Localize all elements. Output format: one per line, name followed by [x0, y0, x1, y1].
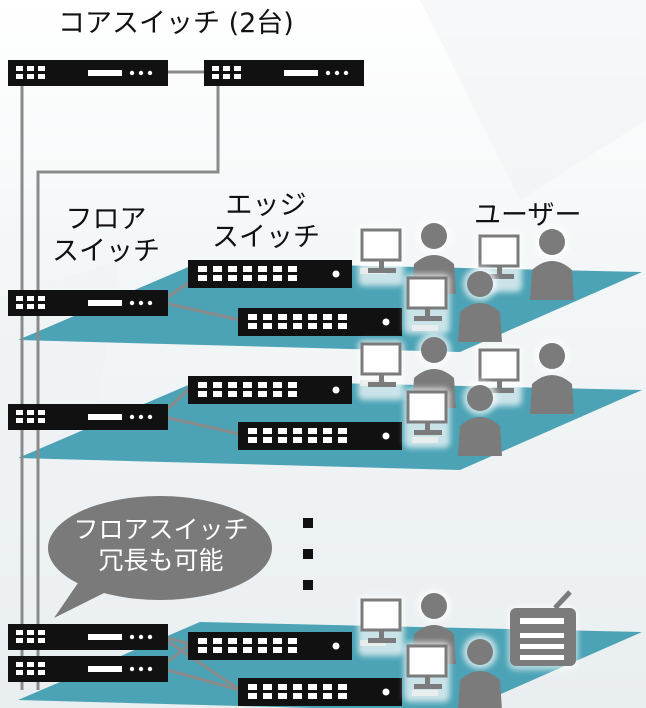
- workstation-2c: [404, 381, 502, 456]
- callout-text: フロアスイッチ 冗長も可能: [66, 514, 256, 577]
- floor-switch-label-line1: フロア: [65, 204, 147, 235]
- pc-icon: [404, 388, 450, 448]
- pc-icon: [404, 274, 450, 334]
- person-icon: [458, 267, 502, 342]
- person-icon: [458, 381, 502, 456]
- edge-switch-label-line2: スイッチ: [212, 221, 320, 253]
- pc-icon: [358, 226, 404, 286]
- edge-switch-label: エッジ スイッチ: [212, 190, 320, 254]
- floor-switch-3b: [8, 656, 168, 682]
- workstation-1c: [404, 267, 502, 342]
- pc-icon: [358, 596, 404, 656]
- edge-switch-3a: [188, 632, 352, 660]
- person-icon: [458, 635, 502, 708]
- workstation-1a: [358, 219, 456, 294]
- person-icon: [530, 339, 574, 414]
- pc-icon: [358, 340, 404, 400]
- core-switch-1: [8, 60, 168, 86]
- core-switch-label: コアスイッチ (2台): [58, 8, 294, 39]
- floor-switch-1: [8, 290, 168, 316]
- floor-switch-3a: [8, 624, 168, 650]
- edge-switch-2a: [188, 376, 352, 404]
- core-switch-2: [204, 60, 364, 86]
- callout-bubble: [48, 496, 272, 618]
- workstations: [358, 219, 574, 708]
- edge-switch-2b: [238, 422, 402, 450]
- edge-switch-3b: [238, 678, 402, 706]
- edge-switch-1b: [238, 308, 402, 336]
- callout-text-line2: 冗長も可能: [98, 546, 224, 576]
- printer-icon: [508, 590, 578, 670]
- pc-icon: [404, 642, 450, 702]
- workstation-2a: [358, 333, 456, 408]
- callout-text-line1: フロアスイッチ: [73, 515, 249, 544]
- floor-switch-label: フロア スイッチ: [52, 204, 160, 268]
- uplink-cables: [20, 70, 241, 692]
- floor-switch-label-line2: スイッチ: [52, 235, 160, 267]
- edge-switch-1a: [188, 260, 352, 288]
- edge-switch-label-line1: エッジ: [225, 190, 307, 221]
- ellipsis-dots: [303, 518, 313, 590]
- floor-switch-2: [8, 404, 168, 430]
- user-label: ユーザー: [474, 200, 582, 231]
- workstation-3b: [404, 635, 502, 708]
- person-icon: [530, 225, 574, 300]
- switches: [8, 60, 402, 706]
